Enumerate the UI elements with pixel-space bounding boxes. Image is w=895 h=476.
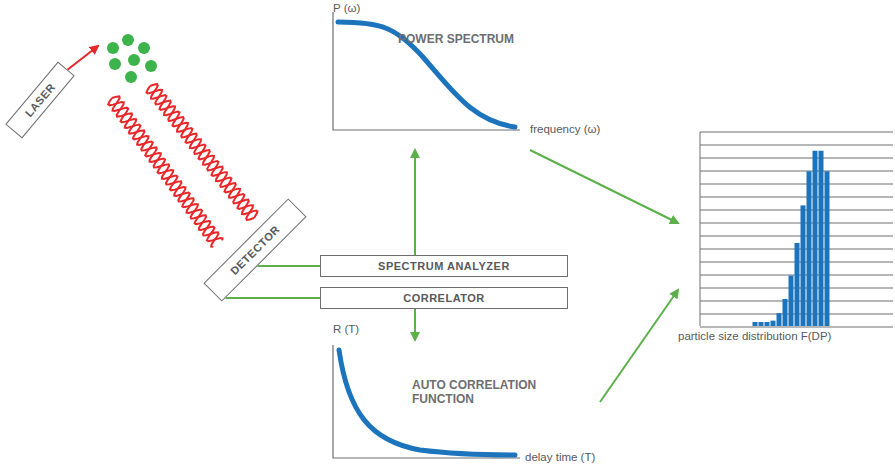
histogram-bar: [813, 151, 818, 326]
particles: [107, 34, 157, 83]
grid-line: [700, 223, 893, 224]
detector-box: DETECTOR: [203, 198, 306, 301]
histogram-bar: [771, 321, 776, 326]
histogram-bar: [765, 322, 770, 326]
histogram-bar: [783, 299, 788, 326]
chart-axes: [333, 12, 520, 130]
histogram-bars: [753, 151, 830, 326]
grid-line: [700, 236, 893, 237]
signal-arrow: [257, 265, 320, 267]
signal-arrow: [414, 150, 416, 255]
axis-label: frequency (ω): [530, 123, 600, 135]
histogram-bar: [753, 322, 758, 326]
histogram-bar: [759, 322, 764, 326]
laser-box: LASER: [5, 62, 75, 139]
particle: [128, 54, 140, 66]
particle: [109, 58, 121, 70]
grid-line: [700, 171, 893, 172]
signal-arrow: [530, 150, 678, 223]
histogram-bar: [807, 171, 812, 326]
box-label: CORRELATOR: [403, 292, 485, 304]
light-wave: [150, 84, 254, 220]
histogram-bar: [795, 243, 800, 326]
chart-title: POWER SPECTRUM: [398, 32, 514, 46]
particle: [125, 71, 137, 83]
signal-arrow: [600, 290, 678, 402]
analyzer-box: SPECTRUM ANALYZER: [320, 255, 568, 277]
axis-label: R (T): [333, 323, 359, 335]
particle: [122, 34, 134, 46]
particle: [107, 42, 119, 54]
signal-arrow: [414, 309, 416, 340]
light-wave: [108, 98, 222, 241]
grid-line: [700, 132, 893, 133]
axis-label: delay time (T): [525, 451, 595, 463]
spectrum-curve: [338, 22, 515, 127]
chart-caption: particle size distribution F(DP): [678, 330, 831, 342]
scattered-light: [108, 84, 257, 247]
particle: [145, 60, 157, 72]
histogram-bar: [819, 151, 824, 326]
box-label: DETECTOR: [228, 223, 282, 277]
correlator-box: CORRELATOR: [320, 287, 568, 309]
grid-line: [700, 184, 893, 185]
grid-line: [700, 197, 893, 198]
box-label: SPECTRUM ANALYZER: [378, 260, 510, 272]
axis-label: P (ω): [333, 2, 360, 14]
particle: [138, 42, 150, 54]
grid-line: [700, 145, 893, 146]
histogram-bar: [801, 205, 806, 326]
light-wave: [112, 96, 218, 246]
histogram-grid: [700, 132, 893, 327]
grid-line: [700, 327, 893, 328]
histogram-bar: [825, 171, 830, 326]
grid-line: [700, 210, 893, 211]
histogram-bar: [777, 313, 782, 326]
histogram-bar: [789, 276, 794, 326]
histogram-chart: particle size distribution F(DP): [678, 128, 893, 346]
correlation-chart: R (T)AUTO CORRELATION FUNCTIONdelay time…: [325, 340, 600, 470]
grid-line: [700, 158, 893, 159]
signal-arrow: [225, 297, 320, 299]
grid-line: [700, 132, 701, 326]
chart-title: AUTO CORRELATION FUNCTION: [412, 378, 572, 407]
box-label: LASER: [23, 81, 58, 119]
spectrum-chart: P (ω) POWER SPECTRUM frequency (ω): [325, 0, 600, 150]
